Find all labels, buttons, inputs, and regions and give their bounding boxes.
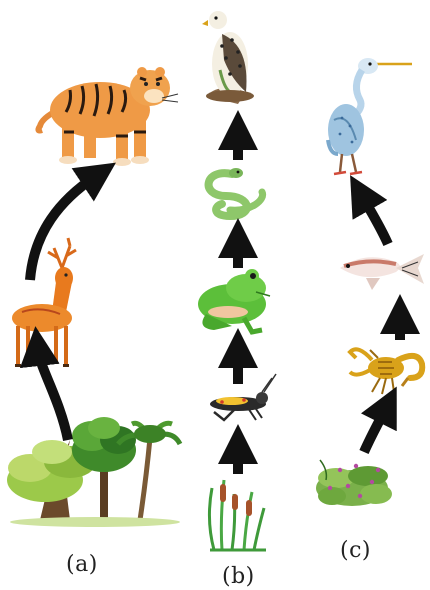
eagle-icon	[202, 11, 254, 104]
heron-icon	[328, 58, 412, 174]
scorpion-icon	[350, 349, 422, 394]
trees-icon	[7, 417, 180, 527]
fish-icon	[340, 254, 424, 290]
arrow-trees-to-deer	[38, 350, 68, 440]
tiger-icon	[38, 67, 178, 166]
chain-label-c: (c)	[340, 538, 371, 563]
grass-icon	[209, 480, 266, 550]
frog-icon	[198, 269, 270, 332]
chain-label-a: (a)	[66, 552, 98, 577]
water-plant-icon	[316, 460, 392, 506]
deer-icon	[12, 238, 76, 367]
arrow-plant-to-scorpion	[364, 408, 386, 452]
snake-icon	[209, 168, 263, 216]
chain-label-b: (b)	[222, 564, 255, 589]
arrow-fish-to-heron	[362, 196, 388, 244]
